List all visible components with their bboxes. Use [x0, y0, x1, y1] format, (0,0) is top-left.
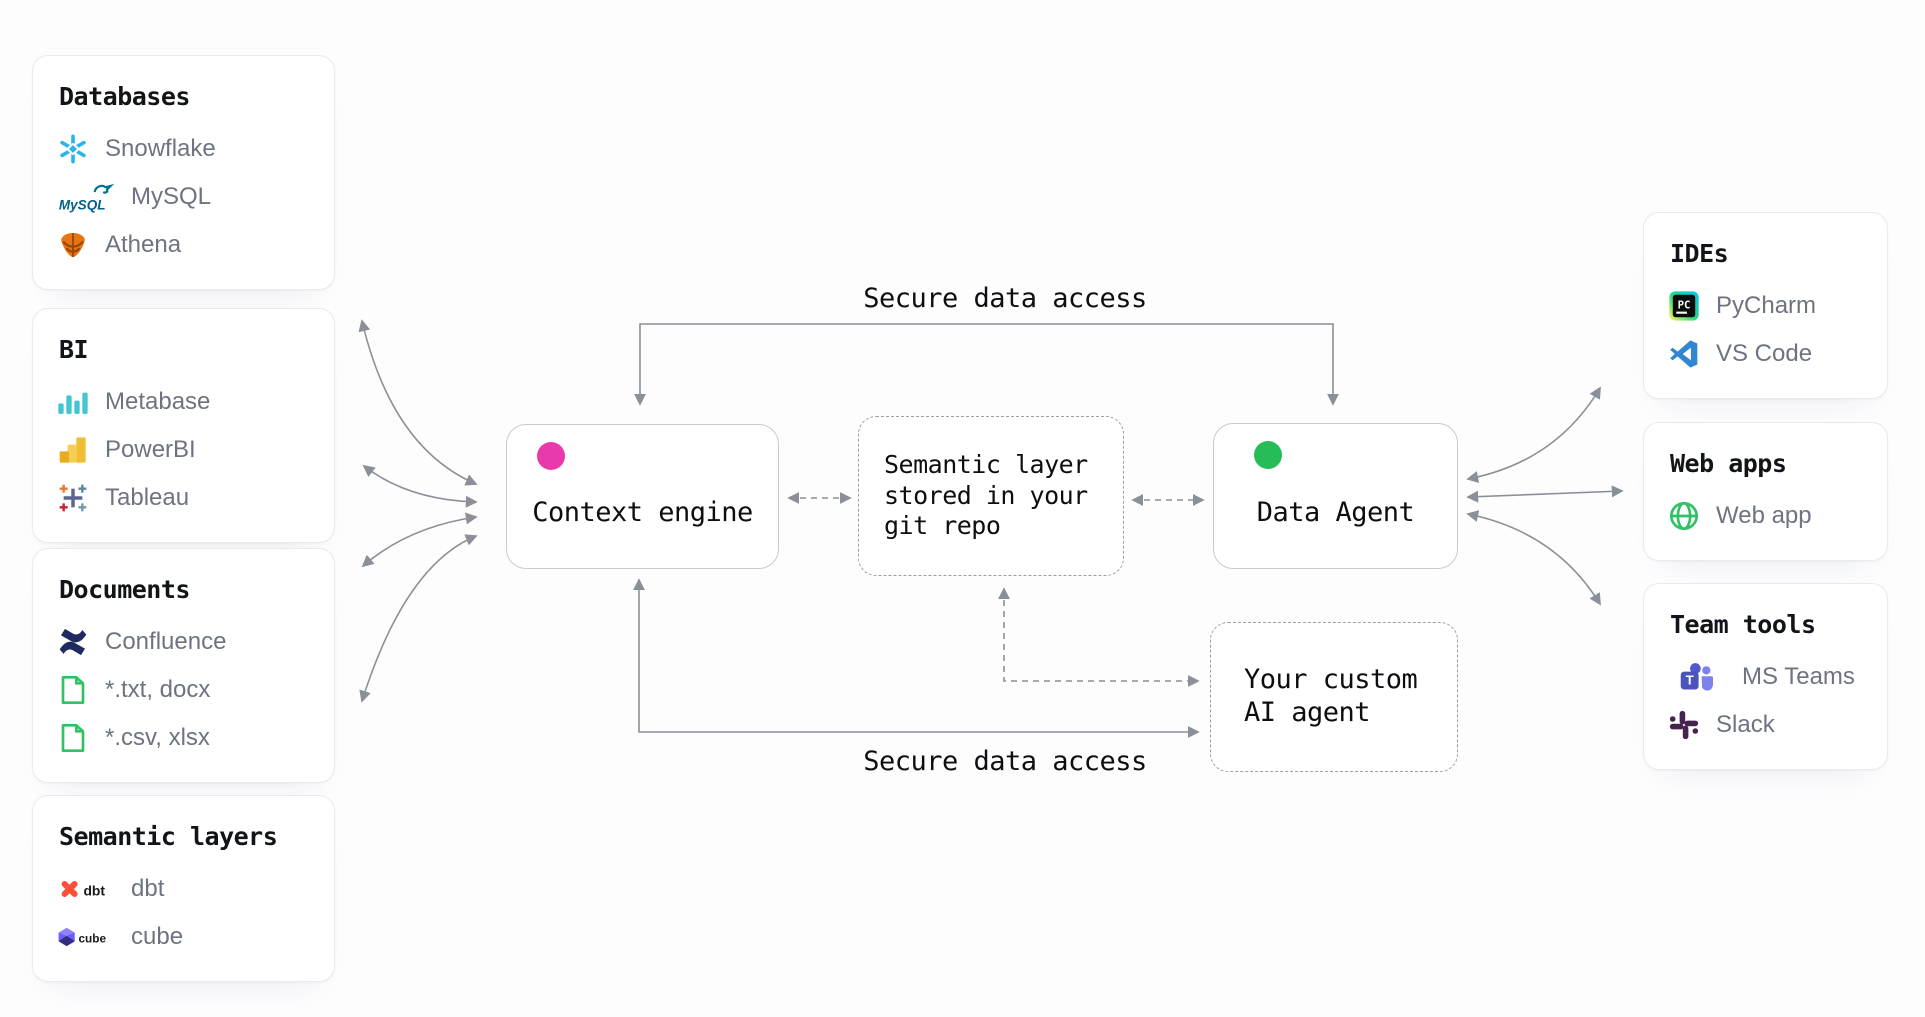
- panel-documents: Documents Confluence *.txt, docx *.csv, xl…: [32, 548, 335, 783]
- slack-icon: [1668, 709, 1700, 741]
- svg-text:T: T: [1686, 673, 1694, 688]
- panel-title: Databases: [59, 82, 190, 111]
- data-agent-label: Data Agent: [1256, 496, 1415, 528]
- data-agent-dot-icon: [1254, 441, 1282, 469]
- list-item: Slack: [1668, 709, 1863, 741]
- snowflake-icon: [57, 133, 89, 165]
- tableau-icon: [57, 482, 89, 514]
- list-item: T MS Teams: [1668, 661, 1863, 693]
- cube-icon: cube: [57, 921, 115, 953]
- item-label: Snowflake: [105, 135, 216, 162]
- item-label: VS Code: [1716, 340, 1813, 367]
- mysql-icon: MySQL: [57, 181, 115, 213]
- panel-title: BI: [59, 335, 89, 364]
- arrow-customagent-semanticlayer: [998, 587, 1200, 687]
- powerbi-icon: [57, 434, 89, 466]
- webapp-icon: [1668, 500, 1700, 532]
- list-item: PowerBI: [57, 434, 310, 466]
- arrow-dataagent-teamtools: [1466, 510, 1601, 606]
- arrow-documents-context: [361, 512, 478, 568]
- arrow-secure-bottom: [633, 578, 1200, 738]
- arrow-dataagent-webapps: [1466, 485, 1624, 503]
- list-item: Tableau: [57, 482, 310, 514]
- panel-title: Web apps: [1670, 449, 1787, 478]
- confluence-icon: [57, 626, 89, 658]
- item-label: dbt: [131, 875, 165, 902]
- item-label: MS Teams: [1742, 663, 1855, 690]
- list-item: Snowflake: [57, 133, 310, 165]
- item-label: Metabase: [105, 388, 211, 415]
- item-label: Slack: [1716, 711, 1775, 738]
- list-item: PC PyCharm: [1668, 290, 1863, 322]
- svg-text:cube: cube: [78, 931, 106, 945]
- list-item: Metabase: [57, 386, 310, 418]
- list-item: VS Code: [1668, 338, 1863, 370]
- context-engine-label: Context engine: [532, 497, 753, 529]
- item-label: cube: [131, 923, 184, 950]
- arrow-dataagent-ides: [1466, 386, 1601, 483]
- list-item: *.txt, docx: [57, 674, 310, 706]
- list-item: *.csv, xlsx: [57, 722, 310, 754]
- item-label: Tableau: [105, 484, 190, 511]
- arrow-semanticlayers-context: [359, 534, 478, 703]
- svg-text:MySQL: MySQL: [59, 197, 106, 212]
- dbt-icon: dbt: [57, 873, 115, 905]
- panel-title: Documents: [59, 575, 190, 604]
- list-item: dbt dbt: [57, 873, 310, 905]
- item-label: *.csv, xlsx: [105, 724, 210, 751]
- athena-icon: [57, 229, 89, 261]
- svg-text:dbt: dbt: [83, 882, 105, 898]
- panel-title: IDEs: [1670, 239, 1729, 268]
- arrow-databases-context: [358, 319, 478, 486]
- msteams-icon: T: [1668, 661, 1726, 693]
- file-icon: [57, 674, 89, 706]
- panel-semantic-layers: Semantic layers dbt dbt cube cube: [32, 795, 335, 982]
- panel-title: Semantic layers: [59, 822, 278, 851]
- panel-ides: IDEs PC PyCharm VS Code: [1643, 212, 1888, 399]
- file-icon: [57, 722, 89, 754]
- custom-ai-agent-label: Your custom AI agent: [1244, 664, 1418, 728]
- list-item: Web app: [1668, 500, 1863, 532]
- panel-web-apps: Web apps Web app: [1643, 422, 1888, 561]
- node-custom-ai-agent: Your custom AI agent: [1210, 622, 1458, 772]
- item-label: PyCharm: [1716, 292, 1817, 319]
- vscode-icon: [1668, 338, 1700, 370]
- panel-title: Team tools: [1670, 610, 1816, 639]
- list-item: cube cube: [57, 921, 310, 953]
- item-label: *.txt, docx: [105, 676, 211, 703]
- svg-text:PC: PC: [1678, 299, 1691, 312]
- metabase-icon: [57, 386, 89, 418]
- item-label: Confluence: [105, 628, 227, 655]
- semantic-layer-label: Semantic layer stored in your git repo: [884, 450, 1088, 541]
- arrow-bi-context: [362, 464, 478, 508]
- item-label: PowerBI: [105, 436, 196, 463]
- context-engine-dot-icon: [537, 442, 565, 470]
- arrow-secure-top: [634, 323, 1339, 406]
- item-label: Web app: [1716, 502, 1812, 529]
- secure-data-access-top-label: Secure data access: [863, 283, 1147, 314]
- item-label: MySQL: [131, 183, 212, 210]
- node-semantic-layer-repo: Semantic layer stored in your git repo: [858, 416, 1124, 576]
- secure-data-access-bottom-label: Secure data access: [863, 746, 1147, 777]
- item-label: Athena: [105, 231, 182, 258]
- node-data-agent: Data Agent: [1213, 423, 1458, 569]
- list-item: MySQL MySQL: [57, 181, 310, 213]
- list-item: Athena: [57, 229, 310, 261]
- pycharm-icon: PC: [1668, 290, 1700, 322]
- list-item: Confluence: [57, 626, 310, 658]
- node-context-engine: Context engine: [506, 424, 779, 569]
